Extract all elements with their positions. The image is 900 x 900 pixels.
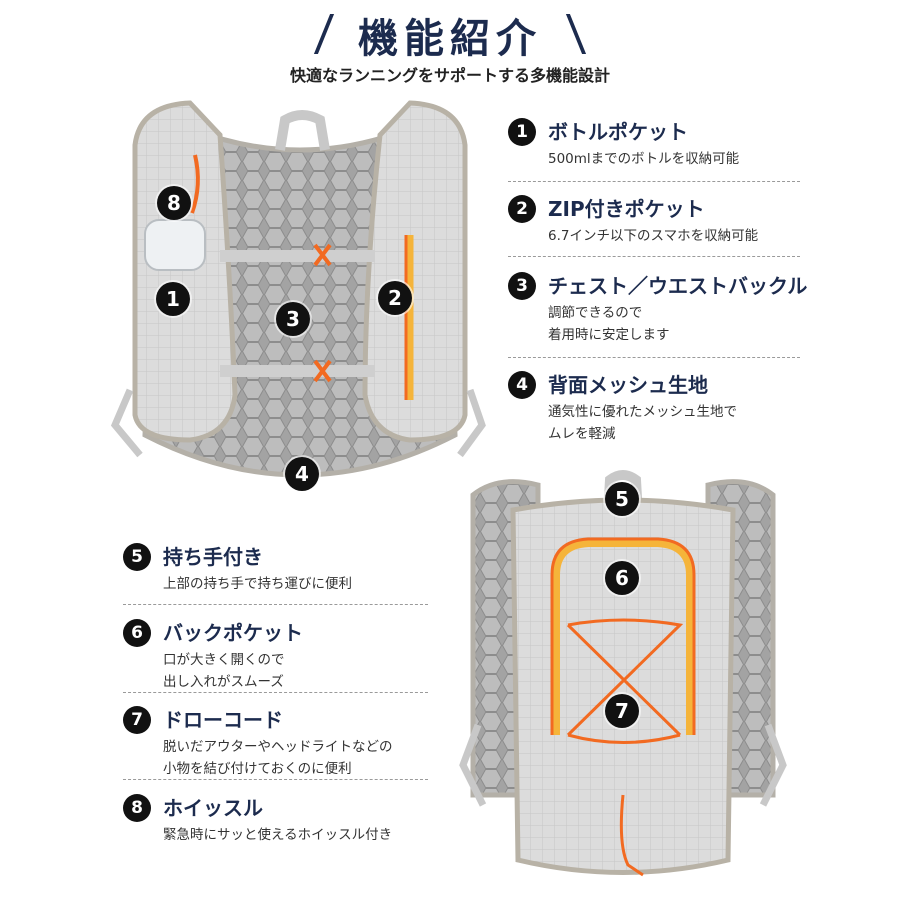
feature-divider — [508, 256, 800, 257]
feature-title: 持ち手付き — [163, 545, 263, 569]
feature-divider — [508, 357, 800, 358]
feature-description-line: 緊急時にサッと使えるホイッスル付き — [163, 827, 393, 843]
feature-divider — [508, 181, 800, 182]
feature-description-line: 500mlまでのボトルを収納可能 — [548, 151, 740, 167]
feature-description-line: 6.7インチ以下のスマホを収納可能 — [548, 228, 759, 244]
feature-title: ドローコード — [163, 708, 283, 732]
marker-bottle-pocket: 1 — [156, 282, 190, 316]
feature-title: ZIP付きポケット — [548, 197, 705, 221]
back-vest-image — [459, 470, 787, 877]
feature-divider — [123, 604, 428, 605]
marker-back-pocket: 6 — [605, 561, 639, 595]
feature-description-line: 上部の持ち手で持ち運びに便利 — [163, 576, 352, 592]
feature-description: 口が大きく開くので 出し入れがスムーズ — [163, 649, 285, 693]
feature-description: 調節できるので 着用時に安定します — [548, 302, 670, 346]
feature-number-badge: 4 — [508, 371, 536, 399]
feature-number-badge: 1 — [508, 118, 536, 146]
feature-description-line: 脱いだアウターやヘッドライトなどの — [163, 739, 393, 755]
feature-description: 500mlまでのボトルを収納可能 — [548, 148, 739, 170]
marker-handle: 5 — [605, 482, 639, 516]
feature-number-badge: 5 — [123, 543, 151, 571]
feature-description: 6.7インチ以下のスマホを収納可能 — [548, 225, 758, 247]
feature-description-line: 調節できるので — [548, 305, 643, 321]
feature-description-line: 通気性に優れたメッシュ生地で — [548, 404, 737, 420]
header: 機能紹介 快適なランニングをサポートする多機能設計 — [0, 0, 900, 90]
feature-divider — [123, 779, 428, 780]
feature-title: バックポケット — [163, 621, 303, 645]
front-vest-image — [110, 100, 486, 478]
marker-back-mesh: 4 — [285, 457, 319, 491]
feature-title: 背面メッシュ生地 — [548, 373, 708, 397]
page-subtitle: 快適なランニングをサポートする多機能設計 — [289, 66, 610, 85]
feature-title: チェスト／ウエストバックル — [548, 274, 808, 298]
feature-title: ボトルポケット — [548, 120, 688, 144]
feature-description-line: 口が大きく開くので — [163, 652, 285, 668]
feature-description: 上部の持ち手で持ち運びに便利 — [163, 573, 352, 595]
feature-number-badge: 7 — [123, 706, 151, 734]
feature-description-line: 出し入れがスムーズ — [163, 674, 284, 690]
feature-divider — [123, 692, 428, 693]
feature-description-line: 着用時に安定します — [548, 327, 670, 343]
feature-number-badge: 2 — [508, 195, 536, 223]
marker-buckle: 3 — [276, 302, 310, 336]
marker-drawcord: 7 — [605, 694, 639, 728]
feature-description-line: ムレを軽減 — [548, 426, 616, 442]
feature-description: 脱いだアウターやヘッドライトなどの 小物を結び付けておくのに便利 — [163, 736, 393, 780]
feature-description-line: 小物を結び付けておくのに便利 — [163, 761, 352, 777]
page-title: 機能紹介 — [358, 16, 542, 62]
feature-number-badge: 8 — [123, 794, 151, 822]
feature-number-badge: 3 — [508, 272, 536, 300]
feature-number-badge: 6 — [123, 619, 151, 647]
feature-title: ホイッスル — [163, 796, 263, 820]
feature-description: 緊急時にサッと使えるホイッスル付き — [163, 824, 392, 846]
marker-zip-pocket: 2 — [378, 281, 412, 315]
marker-whistle: 8 — [157, 186, 191, 220]
feature-description: 通気性に優れたメッシュ生地で ムレを軽減 — [548, 401, 737, 445]
